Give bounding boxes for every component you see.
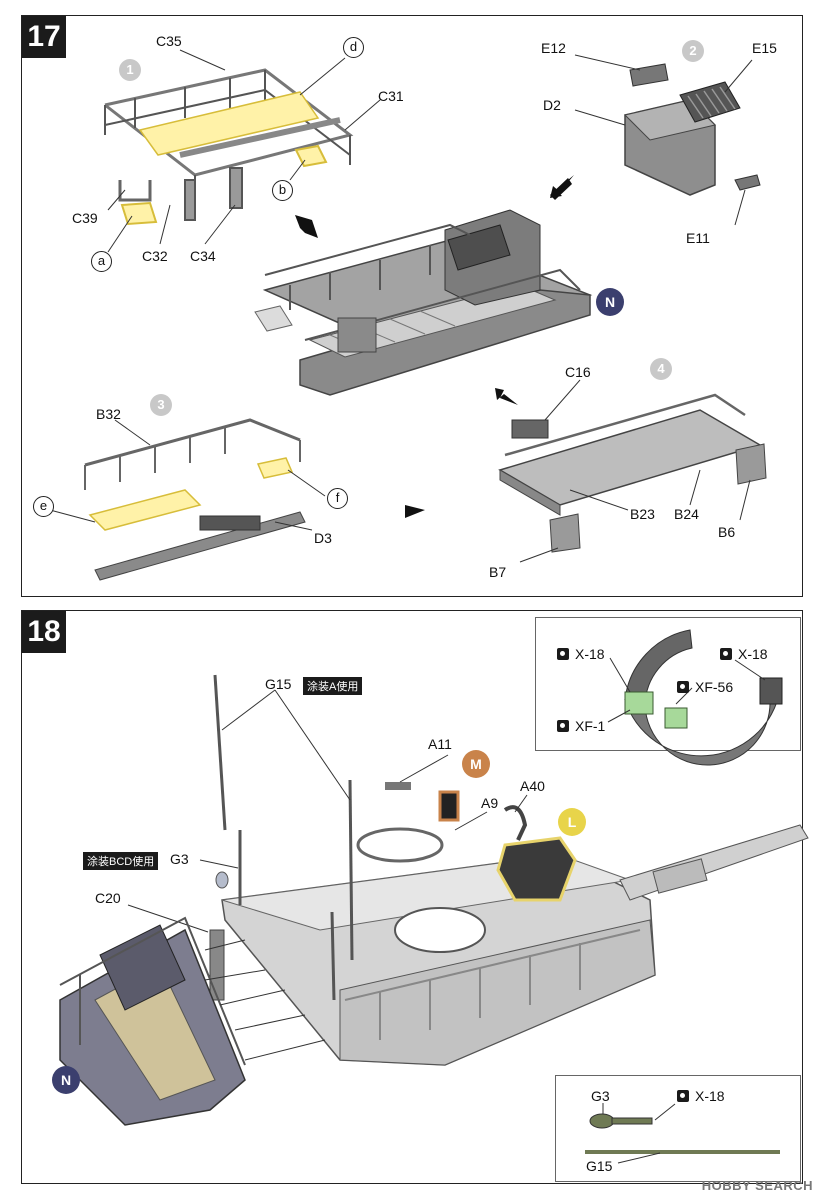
part-label-c39: C39	[72, 210, 98, 226]
part-label-b24: B24	[674, 506, 699, 522]
paint-label-x18-right: X-18	[720, 646, 768, 662]
part-label-a40: A40	[520, 778, 545, 794]
step-number: 17	[22, 16, 66, 58]
callout-a: a	[91, 251, 112, 272]
stowage-box-2	[574, 54, 761, 226]
deck-assembly-n	[59, 916, 246, 1126]
leader-lines-17a	[107, 49, 381, 253]
callout-e: e	[33, 496, 54, 517]
callout-b: b	[272, 180, 293, 201]
step-17-drawings	[49, 49, 767, 581]
part-label-b32: B32	[96, 406, 121, 422]
part-label-b6: B6	[718, 524, 736, 540]
paint-label-x18-left: X-18	[557, 646, 605, 662]
assembly-badge-n: N	[596, 288, 624, 316]
note-scheme-bcd: 涂装BCD使用	[83, 852, 159, 870]
part-label-g3: G3	[170, 851, 189, 867]
assembly-arrows-17	[295, 175, 574, 518]
paint-label-xf1: XF-1	[557, 718, 605, 734]
watermark: HOBBY SEARCH	[701, 1178, 813, 1193]
paint-icon	[677, 1090, 689, 1102]
part-label-d3: D3	[314, 530, 332, 546]
part-label-e15: E15	[752, 40, 777, 56]
part-label-g15: G15	[265, 676, 292, 692]
assembly-badge-l: L	[558, 808, 586, 836]
assembly-badge-n: N	[52, 1066, 80, 1094]
note-scheme-a: 涂装A使用	[303, 677, 363, 695]
combined-deck-assembly-n	[254, 209, 593, 396]
part-label-d2: D2	[543, 97, 561, 113]
paint-icon	[557, 648, 569, 660]
part-label-a11: A11	[428, 736, 452, 752]
turret-ring-part	[607, 629, 783, 766]
railing-assembly-1	[104, 68, 354, 226]
part-label-a9: A9	[481, 795, 499, 811]
paint-label-x18-antenna: X-18	[677, 1088, 725, 1104]
part-label-e12: E12	[541, 40, 566, 56]
railing-assembly-4	[498, 379, 767, 563]
part-label-c16: C16	[565, 364, 591, 380]
callout-f: f	[327, 488, 348, 509]
sub-step-badge: 2	[682, 40, 704, 62]
paint-icon	[557, 720, 569, 732]
paint-icon	[720, 648, 732, 660]
paint-label-xf56: XF-56	[677, 679, 733, 695]
part-label-b7: B7	[489, 564, 507, 580]
leader-lines-18	[127, 689, 528, 933]
part-label-c32: C32	[142, 248, 168, 264]
part-label-c20: C20	[95, 890, 121, 906]
assembly-badge-m: M	[462, 750, 490, 778]
antenna-inset-parts	[585, 1103, 780, 1164]
attachment-lines	[204, 939, 326, 1061]
part-label-c31: C31	[378, 88, 404, 104]
sub-step-badge: 3	[150, 394, 172, 416]
part-label-e11: E11	[686, 230, 710, 246]
sub-step-badge: 1	[119, 59, 141, 81]
paint-icon	[677, 681, 689, 693]
turret-assembly	[209, 674, 809, 1066]
part-label-b23: B23	[630, 506, 655, 522]
railing-assembly-3	[49, 418, 326, 581]
part-label-c34: C34	[190, 248, 216, 264]
part-label-c35: C35	[156, 33, 182, 49]
antenna-label-g15: G15	[586, 1158, 613, 1174]
step-number: 18	[22, 611, 66, 653]
antenna-label-g3: G3	[591, 1088, 610, 1104]
sub-step-badge: 4	[650, 358, 672, 380]
callout-d: d	[343, 37, 364, 58]
